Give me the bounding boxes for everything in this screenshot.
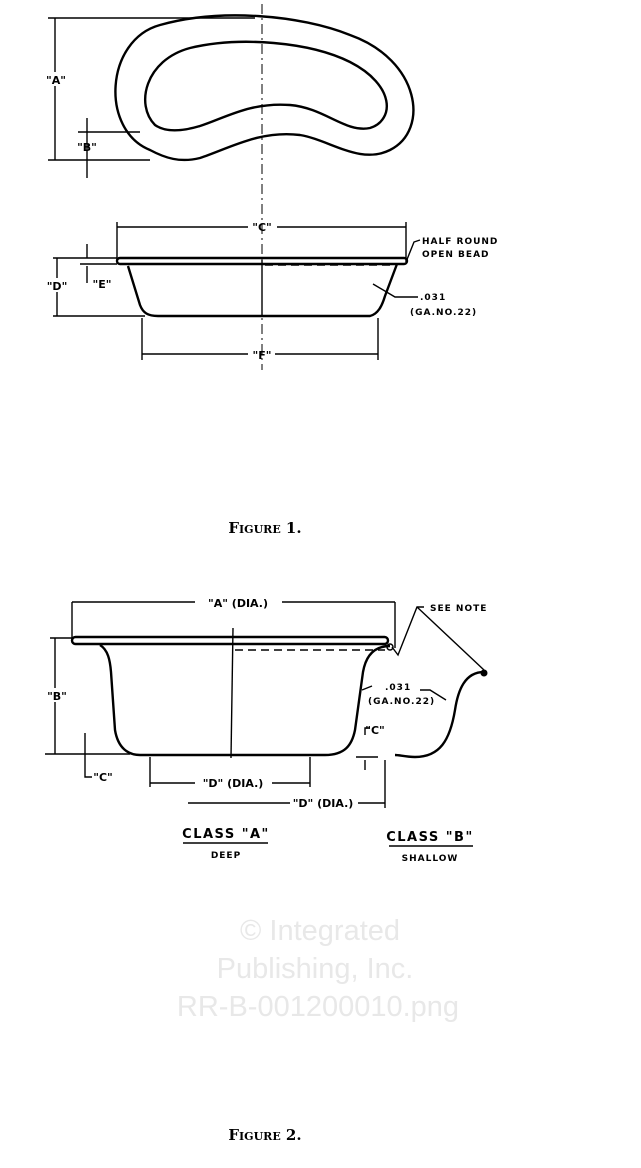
dim-b-label: "B" [77,141,97,154]
dim-c-label: "C" [252,221,272,234]
class-a-subtitle: DEEP [211,851,241,861]
dim-d-class-a-label: "D" (DIA.) [203,777,264,790]
svg-text:© Integrated: © Integrated [240,915,400,947]
watermark: © Integrated Publishing, Inc. RR-B-00120… [177,915,459,1023]
figure1-section-view: "C" "D" "E" "F" HALF ROUND OPEN BEAD .03… [47,221,498,362]
dim-d-label: "D" [47,280,68,293]
dim-c-right-label: "C" [365,724,385,737]
dim-c-left-label: "C" [93,771,113,784]
class-labels: CLASS "A" DEEP CLASS "B" SHALLOW [182,827,474,864]
see-note-label: SEE NOTE [430,604,487,614]
dim-b-label: "B" [47,690,67,703]
dim-a-label: "A" [46,74,66,87]
figure2-caption: Figure 2. [228,1126,301,1144]
dim-e-label: "E" [93,278,112,291]
class-b-subtitle: SHALLOW [402,854,459,864]
dim-f-label: "F" [253,349,272,362]
svg-text:RR-B-001200010.png: RR-B-001200010.png [177,991,459,1023]
bead-note-line2: OPEN BEAD [422,250,490,260]
figure2-section-view: "A" (DIA.) "B" "C" "D" (DIA.) "D" (DIA.)… [44,597,488,810]
figure1-caption: Figure 1. [228,519,301,537]
bead-note-line1: HALF ROUND [422,237,498,247]
gauge-label: (GA.NO.22) [410,308,477,318]
gauge-value: .031 [385,683,411,693]
class-b-label: CLASS "B" [386,830,474,845]
gauge-value: .031 [420,293,446,303]
class-a-label: CLASS "A" [182,827,270,842]
dim-a-dia-label: "A" (DIA.) [208,597,268,610]
gauge-label: (GA.NO.22) [368,697,435,707]
figure1-plan-view: "A" "B" [44,4,415,370]
dim-d-class-b-label: "D" (DIA.) [293,797,354,810]
svg-text:Publishing, Inc.: Publishing, Inc. [217,953,414,985]
